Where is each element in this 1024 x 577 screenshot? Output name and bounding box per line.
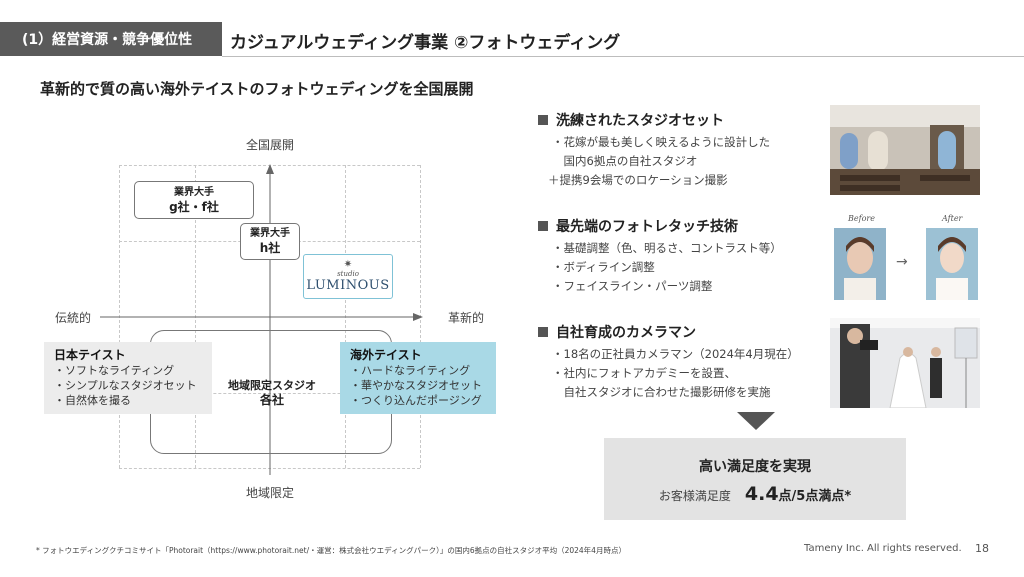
feature-line: ＋提携9会場でのロケーション撮影 <box>548 173 728 187</box>
arrow-right-icon: → <box>896 254 908 270</box>
satisfaction-unit: 点/5点満点* <box>778 489 852 504</box>
competitor-box-h: 業界大手 h社 <box>240 223 300 260</box>
regional-studios-label: 地域限定スタジオ 各社 <box>214 378 330 408</box>
axis-label-right: 革新的 <box>448 311 485 325</box>
overseas-taste-heading: 海外テイスト <box>350 348 422 362</box>
page-subtitle: 革新的で質の高い海外テイストのフォトウェディングを全国展開 <box>40 80 474 98</box>
overseas-taste-panel: 海外テイスト ・ハードなライティング ・華やかなスタジオセット ・つくり込んだポ… <box>340 342 496 414</box>
feature-heading-text: 自社育成のカメラマン <box>556 325 696 341</box>
feature-line: ・基礎調整（色、明るさ、コントラスト等） <box>552 241 782 255</box>
axis-label-left: 伝統的 <box>55 311 92 325</box>
competitor-type: 業界大手 <box>250 228 290 239</box>
studio-set-photo <box>830 105 980 195</box>
satisfaction-score-row: お客様満足度 4.4点/5点満点* <box>604 483 906 505</box>
before-photo <box>834 228 886 300</box>
japan-taste-panel: 日本テイスト ・ソフトなライティング ・シンプルなスタジオセット ・自然体を撮る <box>44 342 212 414</box>
page-number: 18 <box>975 542 989 555</box>
square-bullet-icon <box>538 115 548 125</box>
footnote: * フォトウエディングクチコミサイト「Photorait（https://www… <box>36 546 626 555</box>
regional-studios-line1: 地域限定スタジオ <box>228 379 316 392</box>
feature-line: ・花嫁が最も美しく映えるように設計した <box>552 135 771 149</box>
luminous-logo-box: ✷ studio LUMINOUS <box>303 254 393 299</box>
feature-heading: 最先端のフォトレタッチ技術 <box>538 216 823 236</box>
photo-shoot-illustration <box>830 318 980 408</box>
satisfaction-summary: 高い満足度を実現 お客様満足度 4.4点/5点満点* <box>604 438 906 520</box>
after-photo <box>926 228 978 300</box>
before-label: Before <box>848 214 875 223</box>
axis-label-top: 全国展開 <box>246 138 295 152</box>
feature-studio: 洗練されたスタジオセット ・花嫁が最も美しく映えるように設計した 国内6拠点の自… <box>538 110 818 190</box>
competitor-type: 業界大手 <box>174 187 214 198</box>
competitor-name: g社・f社 <box>169 200 219 214</box>
regional-studios-line2: 各社 <box>259 393 284 407</box>
satisfaction-label: お客様満足度 <box>658 489 731 503</box>
chapel-photo-illustration <box>830 105 980 195</box>
photographer-photo <box>830 318 980 408</box>
feature-heading-text: 最先端のフォトレタッチ技術 <box>556 219 738 235</box>
portrait-illustration <box>834 228 886 300</box>
copyright: Tameny Inc. All rights reserved. <box>804 543 962 554</box>
page-title: カジュアルウェディング事業 ②フォトウェディング <box>230 33 621 53</box>
feature-line: ・18名の正社員カメラマン（2024年4月現在） <box>552 347 799 361</box>
positioning-map: 全国展開 地域限定 伝統的 革新的 業界大手 g社・f社 業界大手 h社 ✷ s… <box>0 0 520 540</box>
portrait-illustration <box>926 228 978 300</box>
japan-taste-heading: 日本テイスト <box>54 348 126 362</box>
feature-heading: 洗練されたスタジオセット <box>538 110 818 130</box>
feature-heading: 自社育成のカメラマン <box>538 322 823 342</box>
luminous-studio-text: studio <box>337 270 359 278</box>
feature-line: 自社スタジオに合わせた撮影研修を実施 <box>552 385 771 399</box>
feature-retouch: 最先端のフォトレタッチ技術 ・基礎調整（色、明るさ、コントラスト等） ・ボディラ… <box>538 216 823 296</box>
feature-line: ・ボディライン調整 <box>552 260 655 274</box>
feature-line: ・フェイスライン・パーツ調整 <box>552 279 713 293</box>
title-divider <box>222 56 1024 57</box>
feature-heading-text: 洗練されたスタジオセット <box>556 113 724 129</box>
feature-line: 国内6拠点の自社スタジオ <box>552 154 698 168</box>
overseas-taste-item: ・つくり込んだポージング <box>350 394 482 407</box>
japan-taste-item: ・シンプルなスタジオセット <box>54 379 197 392</box>
feature-line: ・社内にフォトアカデミーを設置、 <box>552 366 736 380</box>
section-tag: (1）経営資源・競争優位性 <box>0 22 222 56</box>
map-axes <box>100 164 423 475</box>
overseas-taste-item: ・華やかなスタジオセット <box>350 379 482 392</box>
japan-taste-item: ・ソフトなライティング <box>54 364 175 377</box>
overseas-taste-item: ・ハードなライティング <box>350 364 471 377</box>
retouch-comparison: Before After → <box>830 214 980 304</box>
square-bullet-icon <box>538 327 548 337</box>
axis-label-bottom: 地域限定 <box>246 486 295 500</box>
sparkle-icon: ✷ <box>343 259 353 270</box>
competitor-name: h社 <box>259 241 281 255</box>
summary-title: 高い満足度を実現 <box>699 459 811 475</box>
down-arrow-icon <box>737 412 775 430</box>
luminous-brand-name: LUMINOUS <box>306 278 390 293</box>
after-label: After <box>942 214 963 223</box>
square-bullet-icon <box>538 221 548 231</box>
satisfaction-score: 4.4 <box>744 483 779 505</box>
competitor-box-g: 業界大手 g社・f社 <box>134 181 254 219</box>
japan-taste-item: ・自然体を撮る <box>54 394 131 407</box>
feature-photographers: 自社育成のカメラマン ・18名の正社員カメラマン（2024年4月現在） ・社内に… <box>538 322 823 402</box>
